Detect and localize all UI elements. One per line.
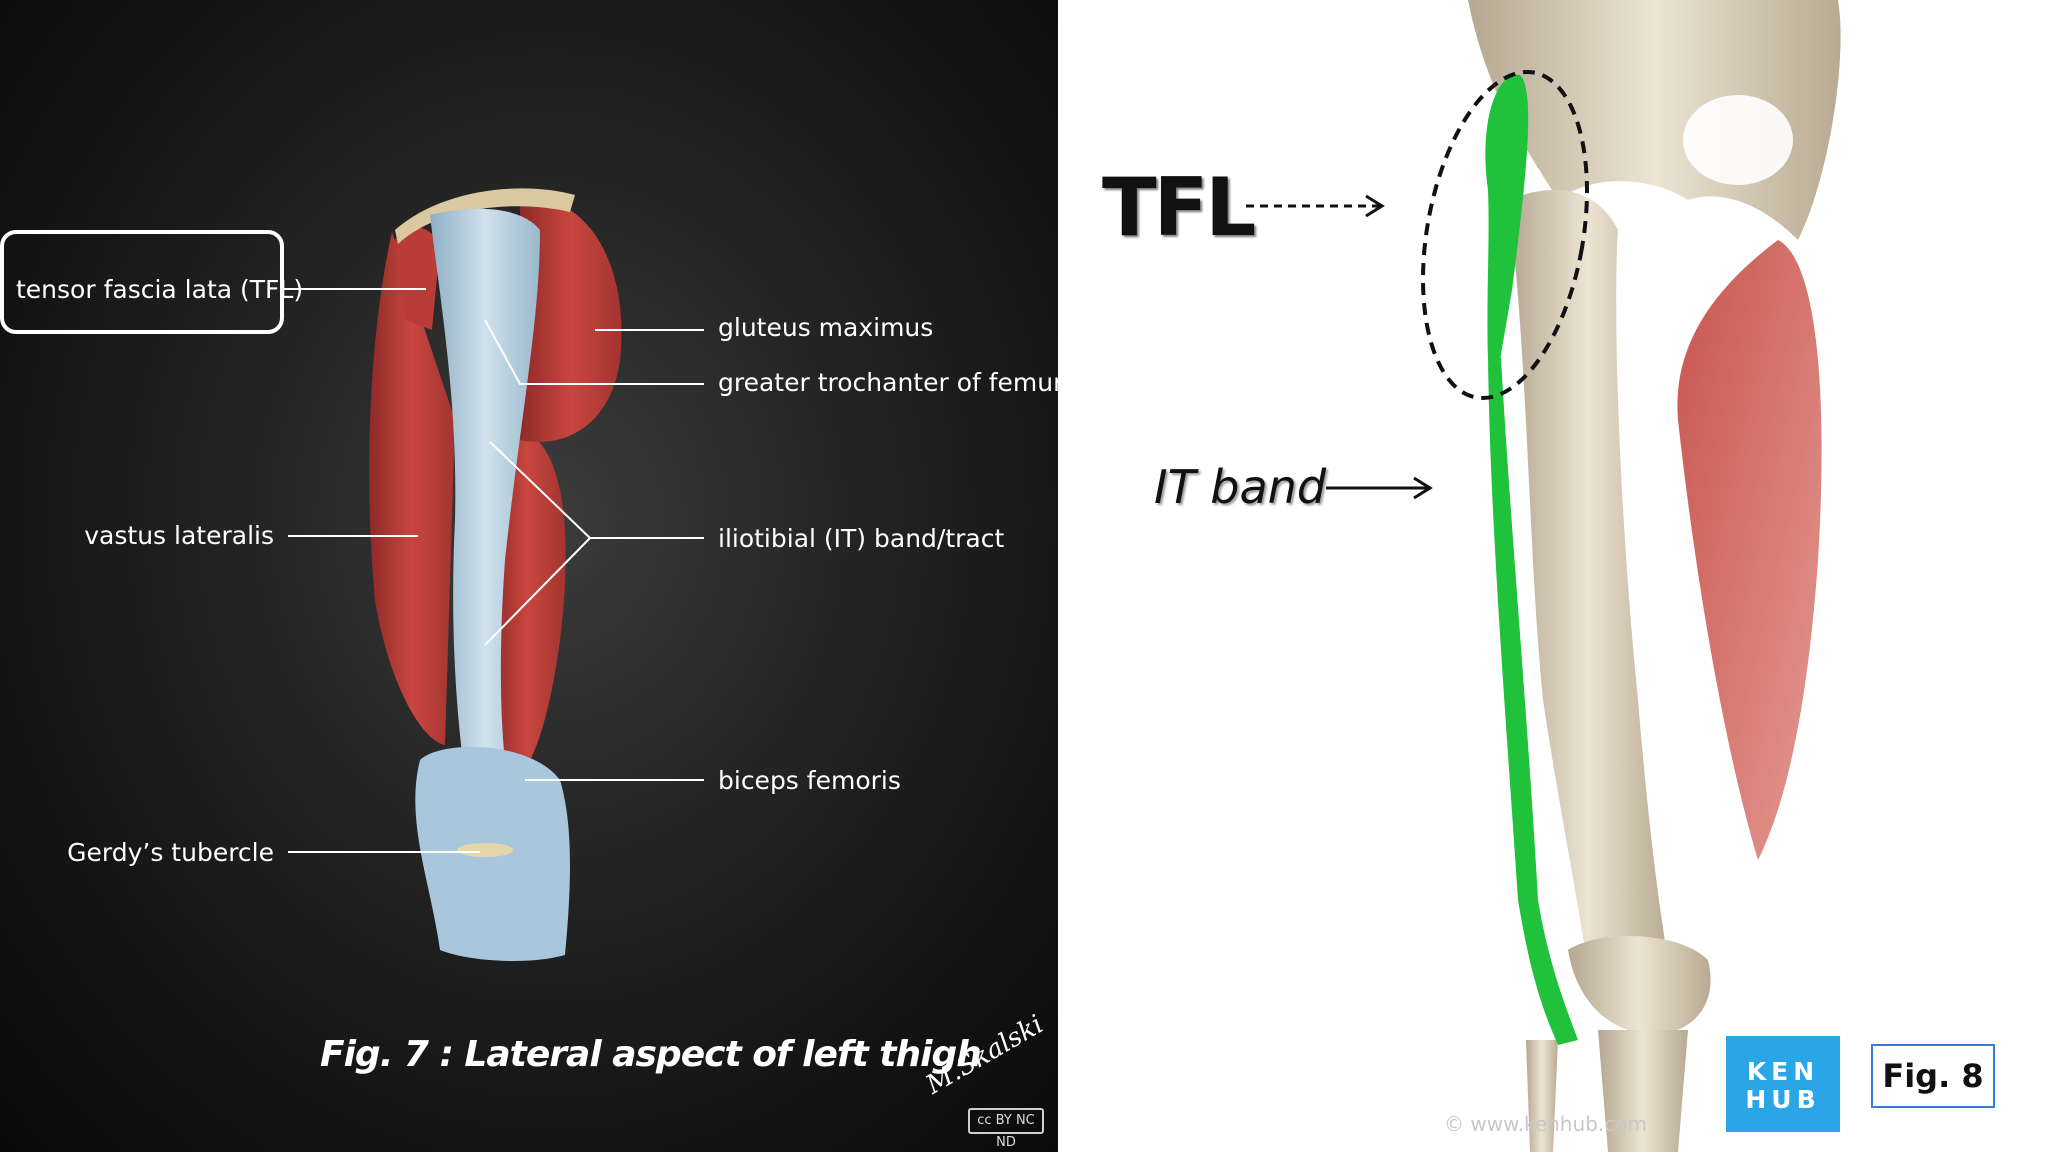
gerdys-tubercle-marker — [457, 843, 513, 857]
tibia-bone — [1598, 1030, 1688, 1152]
it-band-highlight — [1488, 358, 1578, 1045]
tfl-callout-box — [0, 230, 284, 334]
kenhub-logo-line2: HUB — [1745, 1085, 1821, 1114]
iliac-crest — [395, 188, 575, 244]
lateral-thigh-illustration — [284, 188, 704, 962]
anterior-leg-illustration-panel: TFL IT band © www.kenhub.com KEN HUB Fig… — [1058, 0, 2048, 1152]
greater-trochanter-label: greater trochanter of femur — [718, 368, 1058, 397]
obturator-foramen — [1683, 95, 1793, 185]
it-band-arrow-head — [1413, 476, 1433, 500]
kenhub-watermark: © www.kenhub.com — [1444, 1112, 1647, 1136]
biceps-femoris-label: biceps femoris — [718, 766, 901, 795]
figure-8-caption: Fig. 8 — [1871, 1044, 1995, 1108]
tfl-title-label: TFL — [1102, 161, 1256, 254]
leader-lines — [284, 288, 704, 853]
kenhub-logo: KEN HUB — [1726, 1036, 1840, 1132]
lateral-thigh-illustration-panel: tensor fascia lata (TFL) gluteus maximus… — [0, 0, 1058, 1152]
femur-bone — [1508, 190, 1668, 970]
license-badge: cc BY NC ND — [968, 1108, 1044, 1150]
gluteus-maximus-muscle — [520, 199, 622, 442]
vastus-lateralis-muscle — [369, 232, 455, 745]
figure-7-caption: Fig. 7 : Lateral aspect of left thigh — [320, 1034, 982, 1075]
gluteus-maximus-label: gluteus maximus — [718, 313, 934, 342]
tfl-dashed-ellipse — [1421, 69, 1589, 401]
vastus-lateralis-label: vastus lateralis — [84, 521, 274, 550]
gerdys-tubercle-label: Gerdy’s tubercle — [67, 838, 274, 867]
tfl-muscle — [395, 227, 440, 330]
it-band-title-label: IT band — [1154, 460, 1327, 514]
tfl-arrow-head — [1365, 194, 1385, 218]
fibula-bone — [1526, 1040, 1558, 1152]
anterior-leg-illustration — [1246, 0, 1841, 1152]
kenhub-logo-line1: KEN — [1746, 1057, 1820, 1086]
tfl-muscle-highlight — [1485, 74, 1529, 360]
iliotibial-band — [430, 208, 540, 811]
it-band-label: iliotibial (IT) band/tract — [718, 524, 1005, 553]
adductor-muscles — [1677, 240, 1822, 860]
knee-joint — [1568, 936, 1711, 1035]
tfl-label: tensor fascia lata (TFL) — [16, 275, 304, 304]
